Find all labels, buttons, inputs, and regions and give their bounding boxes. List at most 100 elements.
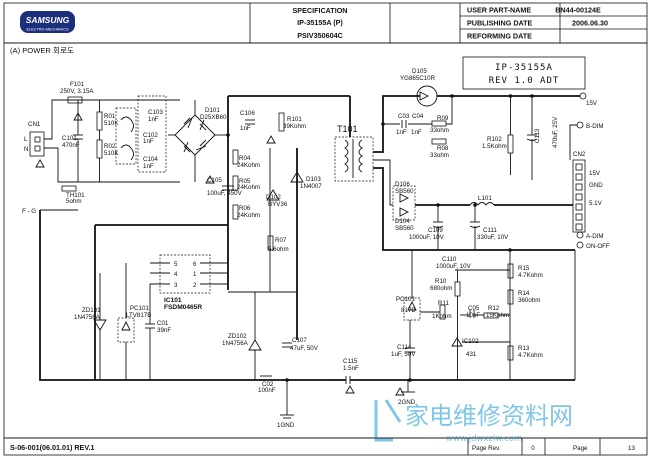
c114-label: C114 xyxy=(397,344,412,351)
fuse-f101 xyxy=(67,96,83,104)
publishing-date: 2006.06.30 xyxy=(572,19,608,28)
c114-value: 1uF, 50V xyxy=(391,351,416,358)
r04-value: 24Kohm xyxy=(237,162,260,169)
fg-label: F - G xyxy=(22,208,36,215)
zd102-value: 1N4756A xyxy=(222,340,249,347)
warning-icon xyxy=(345,385,355,394)
c102-label: C102 xyxy=(143,132,158,139)
c02-value: 100nF xyxy=(258,387,276,394)
r13-value: 4.7Kohm xyxy=(518,352,543,359)
svg-text:1: 1 xyxy=(193,271,197,278)
d106-label: D106 xyxy=(395,181,410,188)
t101-label: T101 xyxy=(337,124,358,134)
footer: S-06-001(06.01.01) REV.1 Page Rev. 0 Pag… xyxy=(3,437,648,456)
c05-label: C05 xyxy=(468,305,480,312)
f101-label: F101 xyxy=(70,81,85,88)
pc101a-label: PC101 xyxy=(130,305,149,312)
c04-label: C04 xyxy=(412,113,424,120)
line-filter xyxy=(115,107,137,165)
logo-text: SAMSUNG xyxy=(26,15,70,25)
d102-value: BYV36 xyxy=(268,201,288,208)
watermark-text: 家电维修资料网 xyxy=(405,402,573,430)
capacitor-cluster xyxy=(137,95,167,173)
pc101a-value: LTV817B xyxy=(126,312,151,319)
r08-label: R08 xyxy=(437,145,449,152)
publishing-label: PUBLISHING DATE xyxy=(467,19,533,28)
r02-label: R02 xyxy=(104,143,116,150)
terminal-onoff xyxy=(576,241,584,249)
r01-value: 510K xyxy=(104,120,119,127)
c05-value: 10nF xyxy=(466,312,480,319)
c102-value: 1nF xyxy=(143,138,154,145)
r15-label: R15 xyxy=(518,265,530,272)
c106-label: C106 xyxy=(240,110,255,117)
r05-label: R05 xyxy=(239,178,251,185)
r14-value: 360ohm xyxy=(518,297,540,304)
th101-value: 5ohm xyxy=(66,198,81,205)
svg-text:6: 6 xyxy=(193,261,197,268)
r101-label: R101 xyxy=(287,116,302,123)
section-title: (A) POWER 회로도 xyxy=(10,46,74,55)
cn2-gnd-label: GND xyxy=(589,182,603,189)
ic101-value: FSDM0465R xyxy=(164,304,202,311)
r13-label: R13 xyxy=(518,345,530,352)
r06-value: 24Kohm xyxy=(237,212,260,219)
c101-value: 470nF xyxy=(62,142,80,149)
warning-icon xyxy=(35,159,45,168)
footer-page-rev-value: 0 xyxy=(531,445,535,452)
c115-label: C115 xyxy=(343,358,358,365)
cn1-pin-l: L xyxy=(24,136,28,143)
spec-label: SPECIFICATION xyxy=(293,6,348,15)
cn1-label: CN1 xyxy=(28,121,41,128)
v15-label: 15V xyxy=(586,100,598,107)
d101-label: D101 xyxy=(205,107,220,114)
watermark: 家电维修资料网 www.jdwxzlw.com xyxy=(374,399,573,444)
spec-code: PSIV350604C xyxy=(297,31,343,40)
r12-value: 15Kohm xyxy=(486,312,509,319)
cn2-label: CN2 xyxy=(573,151,586,158)
ic102-value: 431 xyxy=(466,351,477,358)
r101-value: 39Kohm xyxy=(283,123,306,130)
d103-label: D103 xyxy=(306,176,321,183)
header: SAMSUNG ELECTRO-MECHANICS SPECIFICATION … xyxy=(3,2,648,44)
cn1-pin-n: N xyxy=(24,146,28,153)
cn2-connector xyxy=(572,159,586,233)
d103-value: 1N4007 xyxy=(300,183,322,190)
c107-label: C107 xyxy=(292,337,307,344)
terminal-adim xyxy=(576,231,584,239)
r04-label: R04 xyxy=(239,155,251,162)
r12-label: R12 xyxy=(488,305,500,312)
c115-value: 1.5nF xyxy=(343,365,359,372)
r09-value: 33ohm xyxy=(430,127,449,134)
c103-value: 1nF xyxy=(148,116,159,123)
transformer-t101 xyxy=(334,136,374,182)
warning-icon xyxy=(395,387,405,396)
r10-value: 680ohm xyxy=(430,285,452,292)
c109-label: C109 xyxy=(428,227,443,234)
c113-value: 470uF, 25V xyxy=(552,116,559,148)
c111-value: 330uF, 10V xyxy=(477,234,509,241)
r02-value: 510K xyxy=(104,150,119,157)
l101-label: L101 xyxy=(478,195,492,202)
ic102-label: IC102 xyxy=(462,338,479,345)
d106-value: SB560 xyxy=(395,188,414,195)
r01-label: R01 xyxy=(104,113,116,120)
svg-text:5: 5 xyxy=(174,261,178,268)
footer-doc-number: S-06-001(06.01.01) REV.1 xyxy=(10,443,94,452)
r10-label: R10 xyxy=(435,278,447,285)
c106-value: 1nF xyxy=(240,125,251,132)
watermark-url: www.jdwxzlw.com xyxy=(446,434,522,444)
zd102-label: ZD102 xyxy=(228,333,247,340)
c01-label: C01 xyxy=(157,320,169,327)
terminal-bdim xyxy=(576,121,584,129)
footer-page-label: Page xyxy=(573,445,588,452)
r06-label: R06 xyxy=(239,205,251,212)
c110-label: C110 xyxy=(442,256,457,263)
r05-value: 24Kohm xyxy=(237,184,260,191)
th101-label: TH101 xyxy=(66,192,85,199)
bdim-label: B-DIM xyxy=(586,123,604,130)
cn1-connector xyxy=(29,131,45,157)
svg-text:2: 2 xyxy=(193,282,197,289)
title-box: IP-35155A REV 1.0 ADT xyxy=(462,56,586,90)
